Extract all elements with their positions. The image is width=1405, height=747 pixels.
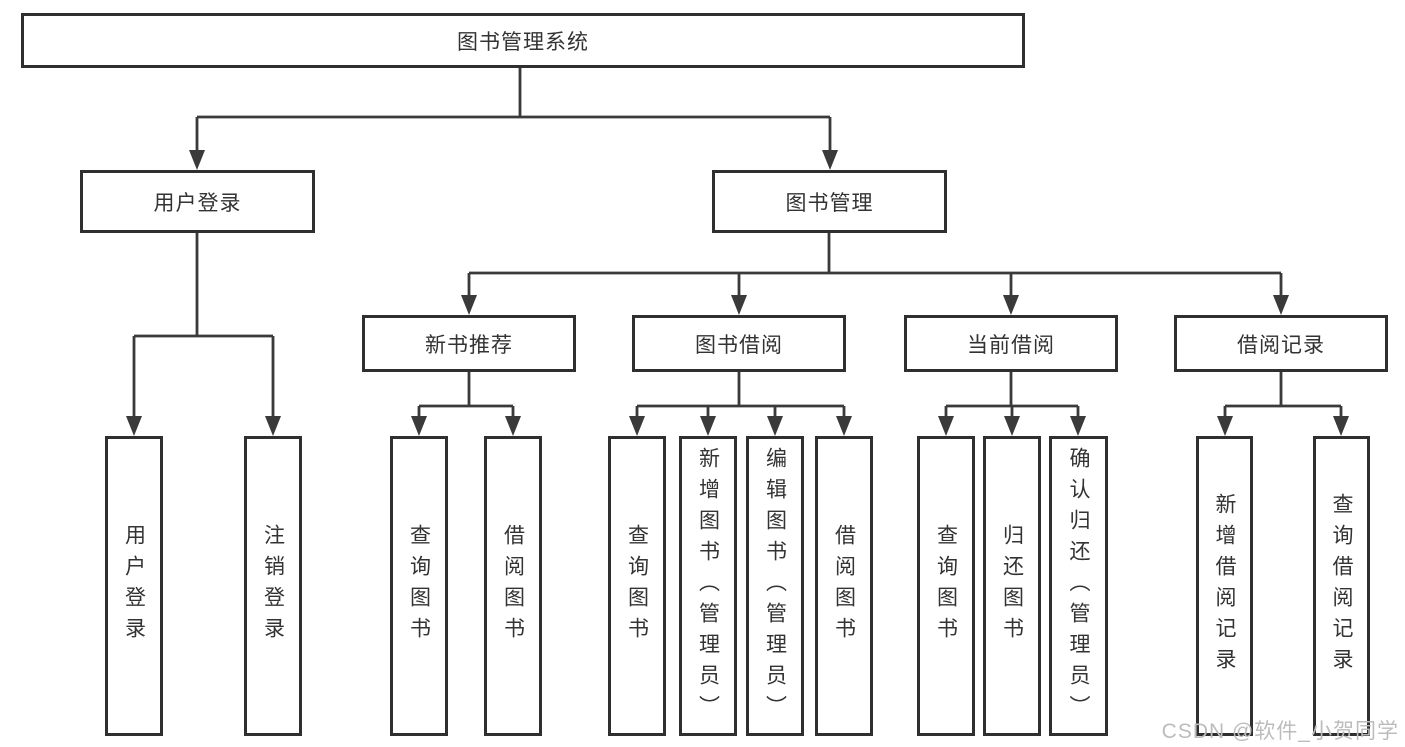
node-borrow-records: 借阅记录 (1174, 315, 1388, 372)
leaf-query-books-current: 查询图书 (917, 436, 975, 736)
leaf-add-book-admin: 新增图书（管理员） (679, 436, 737, 736)
leaf-confirm-return-admin: 确认归还（管理员） (1049, 436, 1108, 736)
leaf-return-book: 归还图书 (983, 436, 1041, 736)
leaf-query-books-recommend: 查询图书 (390, 436, 448, 736)
leaf-add-borrow-record: 新增借阅记录 (1196, 436, 1253, 736)
node-user-login: 用户登录 (80, 170, 315, 233)
csdn-watermark: CSDN @软件_小贺同学 (1161, 720, 1399, 743)
leaf-query-books-borrow: 查询图书 (608, 436, 666, 736)
leaf-logout: 注销登录 (244, 436, 302, 736)
leaf-query-borrow-record: 查询借阅记录 (1313, 436, 1370, 736)
node-current-borrow: 当前借阅 (904, 315, 1118, 372)
leaf-borrow-books: 借阅图书 (815, 436, 873, 736)
leaf-edit-book-admin: 编辑图书（管理员） (746, 436, 804, 736)
arrowheads (126, 150, 1349, 436)
node-root-system: 图书管理系统 (21, 13, 1025, 68)
node-book-management: 图书管理 (712, 170, 947, 233)
leaf-user-login: 用户登录 (105, 436, 163, 736)
leaf-borrow-books-recommend: 借阅图书 (484, 436, 542, 736)
node-new-book-recommend: 新书推荐 (362, 315, 576, 372)
node-book-borrow: 图书借阅 (632, 315, 846, 372)
